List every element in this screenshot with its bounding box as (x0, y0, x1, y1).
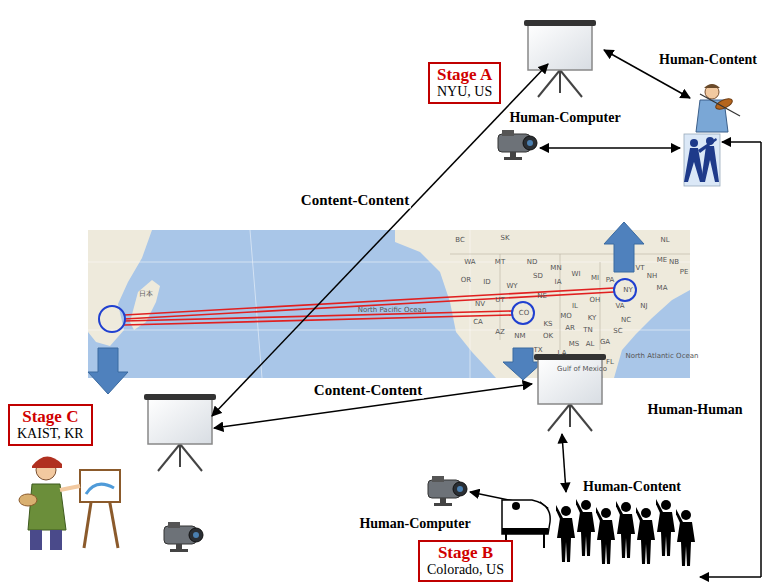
map-label: OR (461, 276, 471, 284)
map-label: FL (606, 358, 614, 366)
map-label: WI (572, 270, 581, 278)
map-label: BC (455, 236, 465, 244)
map-label: GA (600, 338, 610, 346)
map-label: MS (569, 340, 579, 348)
relation-label: Human-Human (646, 402, 745, 418)
map-label: VT (635, 264, 644, 272)
map-label: ID (483, 278, 490, 286)
relation-arrow (212, 50, 761, 577)
relation-label: Human-Computer (357, 516, 472, 532)
relation-label: Content-Content (312, 382, 424, 399)
map-label: NC (621, 316, 631, 324)
stage-name: Stage B (427, 543, 504, 562)
map-label: ME (657, 256, 667, 264)
map-label: SK (500, 234, 509, 242)
stage-box: Stage CKAIST, KR (8, 404, 93, 446)
stage-place: NYU, US (437, 84, 492, 100)
map-label: SC (613, 327, 622, 335)
map-label: AZ (495, 328, 505, 336)
map-label: NL (660, 236, 669, 244)
camera (164, 522, 203, 552)
screen (144, 394, 216, 471)
crowd (554, 499, 695, 566)
map-label: NE (537, 292, 547, 300)
camera (428, 476, 467, 506)
map-label: MO (560, 312, 572, 320)
screen (534, 354, 606, 431)
map-label: OH (590, 296, 601, 304)
relation-label: Human-Computer (507, 110, 622, 126)
map-label: MT (495, 258, 505, 266)
map-label: CO (519, 309, 529, 317)
dancers (684, 134, 720, 186)
violinist (696, 84, 740, 132)
map-label: CA (473, 318, 483, 326)
map-label: NH (647, 272, 658, 280)
map-label: VA (615, 302, 624, 310)
map-label: WA (464, 258, 475, 266)
map-label: Gulf of Mexico (557, 365, 607, 373)
map-label: LA (558, 349, 567, 357)
map-label: NV (475, 300, 485, 308)
map-label: UT (495, 296, 504, 304)
block-arrow (88, 222, 644, 394)
map-label: TN (583, 326, 593, 334)
map-label: MA (657, 284, 668, 292)
relation-label: Content-Content (299, 192, 411, 209)
map-label: NM (514, 332, 525, 340)
map-label: ND (527, 258, 538, 266)
stage-place: Colorado, US (427, 562, 504, 578)
map-label: IL (572, 302, 578, 310)
camera (498, 130, 537, 160)
map-label: KS (543, 320, 552, 328)
map-label: PE (680, 268, 689, 276)
screen (524, 20, 596, 97)
map-label: SD (533, 272, 543, 280)
painter (19, 456, 120, 550)
map-label: NJ (640, 302, 647, 310)
map-label: OK (543, 332, 553, 340)
stage-name: Stage C (17, 407, 84, 426)
map-label: WY (506, 282, 517, 290)
stage-box: Stage BColorado, US (418, 540, 513, 582)
map-label: KY (588, 314, 597, 322)
map-label: MN (550, 264, 561, 272)
map-label: AL (586, 340, 595, 348)
map-label: 日本 (139, 290, 153, 298)
map-label: AR (565, 324, 575, 332)
map-label: North Pacific Ocean (358, 306, 427, 314)
relation-label: Human-Content (657, 52, 759, 68)
map-label: TX (533, 346, 542, 354)
stage-box: Stage ANYU, US (428, 62, 501, 104)
map-label: PA (606, 276, 615, 284)
map-label: North Atlantic Ocean (625, 352, 698, 360)
map-label: MI (591, 274, 599, 282)
map-label: NY (623, 286, 633, 294)
map-label: NB (669, 258, 679, 266)
map-label: IA (555, 278, 562, 286)
stage-name: Stage A (437, 65, 492, 84)
stage-place: KAIST, KR (17, 426, 84, 442)
relation-label: Human-Content (581, 479, 683, 495)
